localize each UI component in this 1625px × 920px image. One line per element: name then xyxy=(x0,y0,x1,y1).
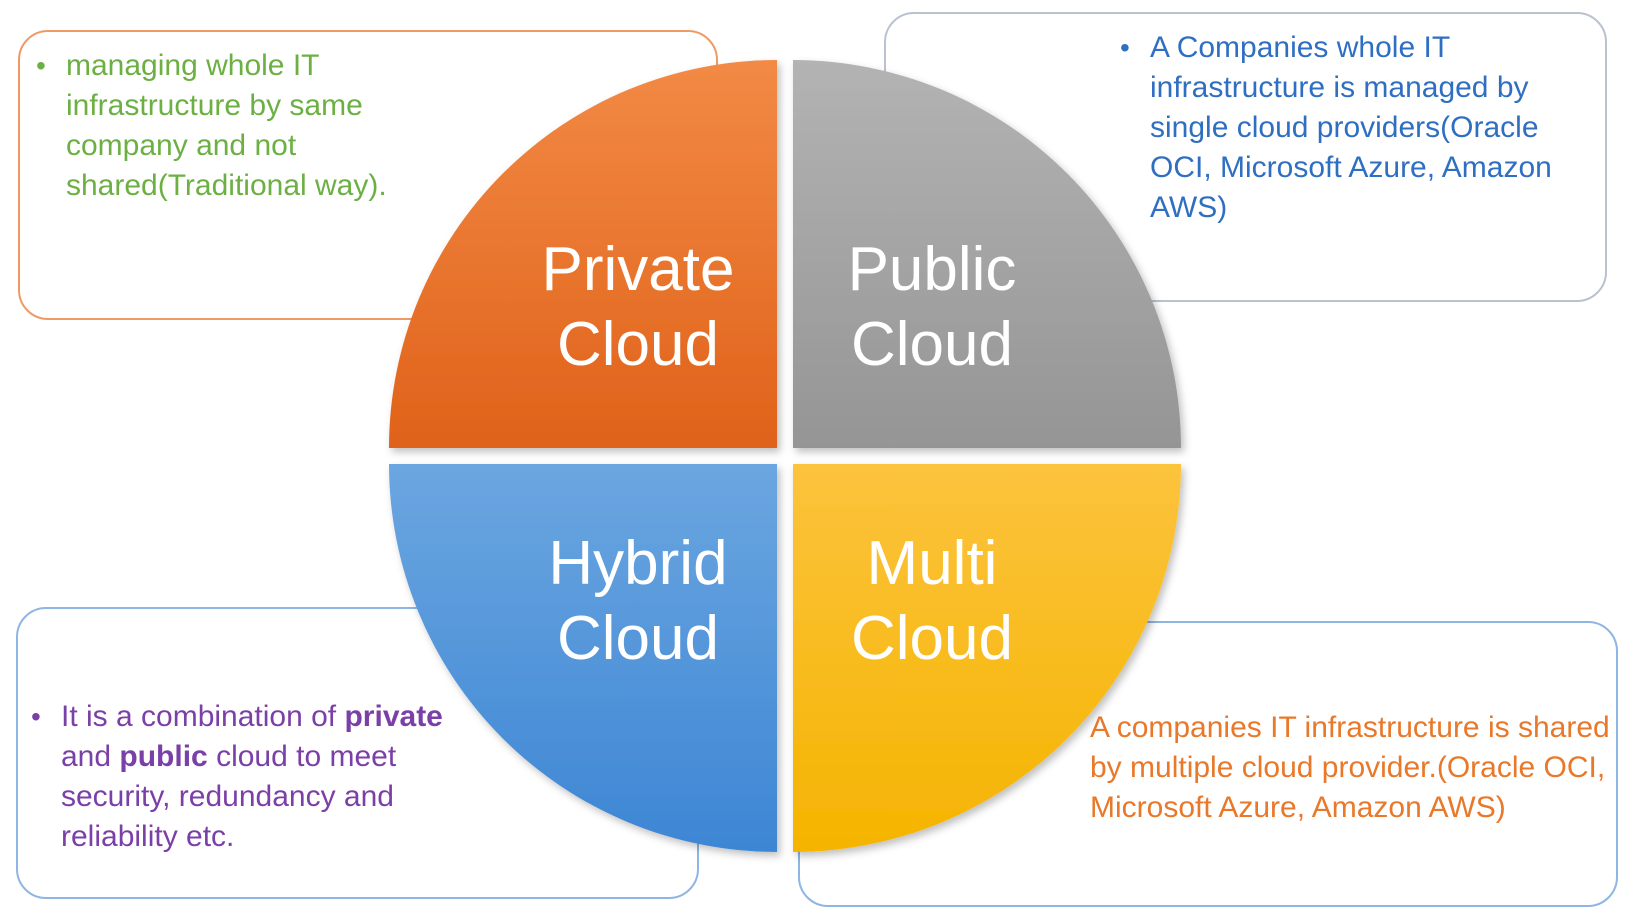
multi-cloud-label-line2: Cloud xyxy=(851,604,1013,673)
public-cloud-quadrant xyxy=(793,60,1181,448)
public-cloud-description-text: A Companies whole IT infrastructure is m… xyxy=(1150,31,1552,224)
hybrid-cloud-description-part1: It is a combination of xyxy=(61,700,345,733)
public-cloud-label-line2: Cloud xyxy=(851,310,1013,379)
bullet-icon: • xyxy=(1120,32,1130,63)
hybrid-cloud-description-bold-public: public xyxy=(119,740,208,773)
private-cloud-description: • managing whole IT infrastructure by sa… xyxy=(36,46,426,206)
multi-cloud-description: A companies IT infrastructure is shared … xyxy=(1090,708,1610,828)
hybrid-cloud-description: • It is a combination of private and pub… xyxy=(31,697,481,857)
private-cloud-label-line2: Cloud xyxy=(557,310,719,379)
public-cloud-description: • A Companies whole IT infrastructure is… xyxy=(1120,28,1595,228)
bullet-icon: • xyxy=(36,50,46,81)
bullet-icon: • xyxy=(31,701,41,732)
hybrid-cloud-description-part2: and xyxy=(61,740,120,773)
hybrid-cloud-quadrant xyxy=(389,464,777,852)
hybrid-cloud-label-line2: Cloud xyxy=(557,604,719,673)
hybrid-cloud-description-part3: cloud to meet security, redundancy and r… xyxy=(61,740,397,853)
hybrid-cloud-description-bold-private: private xyxy=(344,700,443,733)
multi-cloud-description-text: A companies IT infrastructure is shared … xyxy=(1090,711,1610,824)
public-cloud-label-line1: Public xyxy=(848,235,1017,304)
multi-cloud-quadrant xyxy=(793,464,1181,852)
private-cloud-quadrant xyxy=(389,60,777,448)
multi-cloud-label-line1: Multi xyxy=(867,529,998,598)
private-cloud-description-text: managing whole IT infrastructure by same… xyxy=(66,49,387,202)
hybrid-cloud-label-line1: Hybrid xyxy=(548,529,727,598)
private-cloud-label-line1: Private xyxy=(542,235,735,304)
